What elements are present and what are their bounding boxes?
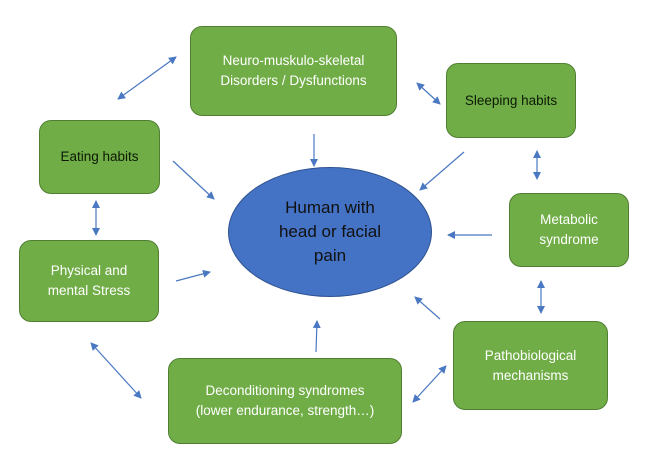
center-node-human-pain: Human with head or facial pain — [228, 167, 432, 297]
arrow-sleep-to-center — [419, 151, 465, 191]
center-line-1: Human with — [285, 198, 375, 217]
node-metabolic-line-1: Metabolic — [540, 212, 598, 227]
node-sleep-label: Sleeping habits — [464, 92, 558, 108]
arrow-eating-to-center — [172, 160, 215, 200]
arrow-stress-decon — [90, 342, 142, 399]
arrow-patho-to-center — [414, 296, 441, 320]
arrow-eating-neuro — [117, 56, 177, 100]
node-sleeping-habits: Sleeping habits — [446, 63, 576, 138]
node-eating-label: Eating habits — [60, 149, 139, 164]
node-neuro-line-1: Neuro-muskulo-skeletal — [222, 53, 365, 68]
node-neuro-line-2: Disorders / Dysfunctions — [220, 73, 367, 88]
node-patho-line-1: Pathobiological — [484, 347, 577, 363]
node-eating-habits: Eating habits — [39, 120, 160, 194]
node-stress-line-1: Physical and — [50, 263, 128, 278]
node-pathobiological-mechanisms: Pathobiological mechanisms — [453, 321, 608, 410]
node-deconditioning-syndromes: Deconditioning syndromes (lower enduranc… — [168, 358, 402, 444]
node-metabolic-line-2: syndrome — [539, 232, 599, 247]
arrow-stress-to-center — [175, 269, 211, 282]
arrow-decon-to-center — [312, 320, 321, 353]
node-patho-line-2: mechanisms — [492, 367, 569, 383]
node-decon-line-2: (lower endurance, strength…) — [195, 403, 375, 418]
node-neuro-musculoskeletal: Neuro-muskulo-skeletal Disorders / Dysfu… — [190, 26, 397, 116]
node-stress-line-2: mental Stress — [47, 283, 131, 298]
center-line-3: pain — [313, 246, 347, 265]
node-physical-mental-stress: Physical and mental Stress — [19, 240, 159, 322]
center-line-2: head or facial — [278, 222, 382, 241]
node-metabolic-syndrome: Metabolic syndrome — [509, 193, 629, 267]
arrow-neuro-sleep — [416, 82, 441, 105]
node-decon-line-1: Deconditioning syndromes — [205, 383, 365, 398]
arrow-decon-patho — [412, 365, 447, 403]
